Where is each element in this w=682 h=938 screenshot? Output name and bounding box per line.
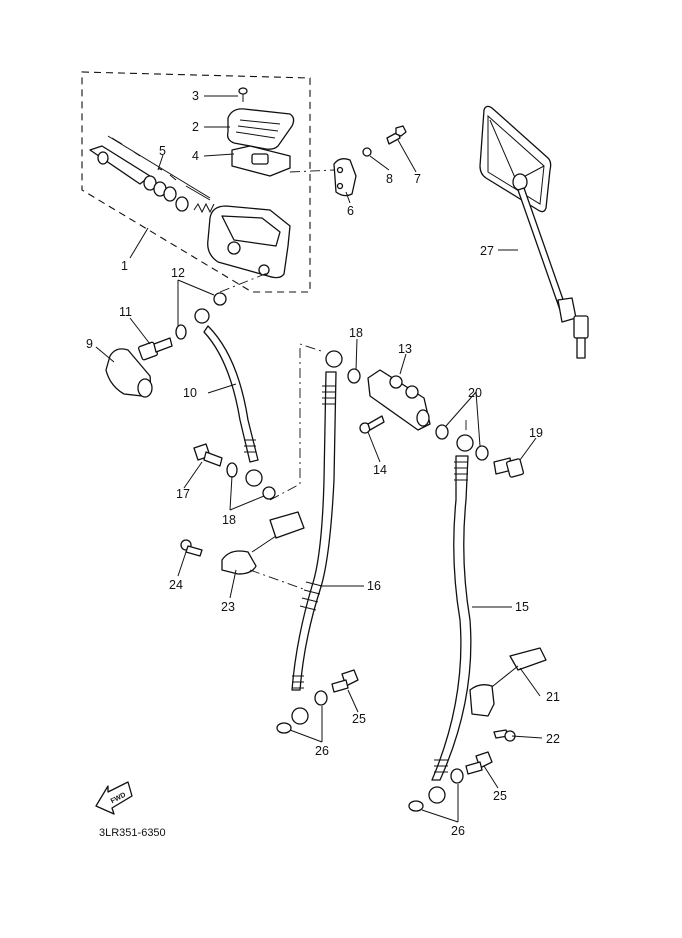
callout-2: 2 <box>192 120 199 134</box>
callout-15: 15 <box>515 600 529 614</box>
part-washer-12b <box>213 292 227 306</box>
part-washer-20a <box>435 424 449 440</box>
part-clamp-23 <box>221 511 305 575</box>
part-brake-hose-16 <box>291 350 343 725</box>
part-bolt-7 <box>386 125 407 145</box>
part-screw-3 <box>238 87 248 102</box>
callout-25a: 25 <box>352 712 366 726</box>
part-brake-hose-15 <box>428 434 474 804</box>
callout-22: 22 <box>546 732 560 746</box>
part-bolt-22 <box>493 729 516 742</box>
callout-13: 13 <box>398 342 412 356</box>
part-union-bolt-11 <box>138 337 173 361</box>
callout-16: 16 <box>367 579 381 593</box>
callout-1: 1 <box>121 259 128 273</box>
part-brake-hose-10 <box>194 308 263 487</box>
callout-21: 21 <box>546 690 560 704</box>
alignment-line <box>289 169 335 173</box>
part-bolt-24 <box>180 539 203 557</box>
part-cap-9 <box>105 348 153 398</box>
part-washer-20b <box>475 445 489 461</box>
callout-8: 8 <box>386 172 393 186</box>
callout-12: 12 <box>171 266 185 280</box>
part-washer-18a <box>226 462 238 478</box>
callout-23: 23 <box>221 600 235 614</box>
callout-5: 5 <box>159 144 166 158</box>
callout-17: 17 <box>176 487 190 501</box>
part-washer-18c <box>347 368 361 384</box>
part-union-bolt-25a <box>331 669 359 693</box>
callout-4: 4 <box>192 149 199 163</box>
callout-7: 7 <box>414 172 421 186</box>
part-master-cylinder-1 <box>207 205 291 279</box>
callout-6: 6 <box>347 204 354 218</box>
callout-19: 19 <box>529 426 543 440</box>
part-joint-13 <box>367 369 431 431</box>
assembly-boundary <box>81 71 311 293</box>
fwd-arrow-icon: FWD <box>95 781 133 815</box>
part-washer-26d <box>408 800 424 812</box>
callout-10: 10 <box>183 386 197 400</box>
alignment-line <box>269 343 325 501</box>
part-union-bolt-17 <box>193 443 223 467</box>
part-piston-kit-5 <box>89 135 215 214</box>
callout-3: 3 <box>192 89 199 103</box>
part-bolt-14 <box>359 415 385 434</box>
part-cap-2 <box>226 108 295 150</box>
callout-18b: 18 <box>349 326 363 340</box>
part-washer-12a <box>175 324 187 340</box>
part-diaphragm-4 <box>231 145 291 177</box>
part-bracket-21 <box>469 647 547 717</box>
callout-18a: 18 <box>222 513 236 527</box>
part-union-bolt-19 <box>493 457 525 478</box>
part-holder-6 <box>333 158 357 197</box>
part-washer-26c <box>450 768 464 784</box>
callout-11: 11 <box>119 305 132 319</box>
callout-20: 20 <box>468 386 482 400</box>
alignment-line <box>249 569 307 591</box>
callout-25b: 25 <box>493 789 507 803</box>
part-washer-18b <box>262 486 276 500</box>
callout-26a: 26 <box>315 744 329 758</box>
part-union-bolt-25b <box>465 751 493 775</box>
part-washer-26b <box>276 722 292 734</box>
part-washer-26a <box>314 690 328 706</box>
part-mirror-27 <box>479 105 589 359</box>
callout-27: 27 <box>480 244 494 258</box>
part-washer-8 <box>362 147 372 157</box>
callout-14: 14 <box>373 463 387 477</box>
callout-9: 9 <box>86 337 93 351</box>
callout-labels: 3 2 4 5 1 6 8 7 27 12 11 9 10 17 18 18 1… <box>86 89 560 838</box>
drawing-code: 3LR351-6350 <box>99 827 166 839</box>
leader-lines <box>95 95 543 823</box>
alignment-line <box>219 271 271 293</box>
callout-24: 24 <box>169 578 183 592</box>
callout-26b: 26 <box>451 824 465 838</box>
